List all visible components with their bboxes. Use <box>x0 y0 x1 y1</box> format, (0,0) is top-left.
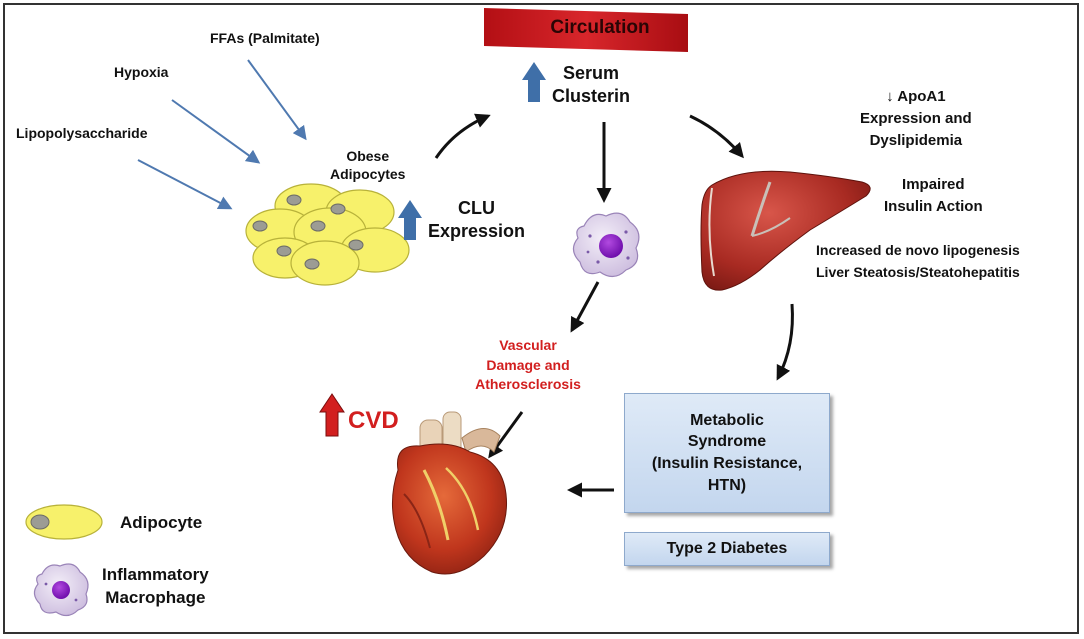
obese-adipocytes-label: Obese Adipocytes <box>330 148 406 182</box>
lps-label: Lipopolysaccharide <box>16 125 148 141</box>
lipogenesis-label: Increased de novo lipogenesis Liver Stea… <box>816 242 1020 280</box>
legend-adipocyte-label: Adipocyte <box>120 513 203 532</box>
ffas-label: FFAs (Palmitate) <box>210 30 320 46</box>
adipocyte-cluster <box>245 183 410 286</box>
metabolic-syndrome-box: Metabolic Syndrome (Insulin Resistance, … <box>624 393 830 513</box>
serum-clusterin-label: Serum Clusterin <box>552 63 631 107</box>
legend-macrophage-label: Inflammatory Macrophage <box>102 565 209 607</box>
figure-frame <box>3 3 1079 634</box>
macrophage-illustration <box>572 212 640 278</box>
liver-to-metabolic-arrow <box>776 303 794 381</box>
impaired-insulin-label: Impaired Insulin Action <box>884 176 983 215</box>
legend-macrophage-icon <box>33 563 89 617</box>
apoa1-label: ↓ ApoA1 Expression and Dyslipidemia <box>860 88 972 149</box>
cvd-up-arrow-icon <box>319 393 345 437</box>
legend-adipocyte-icon <box>25 504 103 540</box>
liver-illustration <box>700 170 871 291</box>
heart-illustration <box>392 411 508 575</box>
circulation-label: Circulation <box>550 17 650 38</box>
hypoxia-arrow <box>171 99 261 164</box>
adipocyte-to-circulation-arrow <box>434 113 491 159</box>
type2-diabetes-box: Type 2 Diabetes <box>624 532 830 566</box>
circulation-bar <box>484 8 688 52</box>
adipocyte-nuclei <box>252 194 364 270</box>
clu-expression-label: CLU Expression <box>428 198 526 242</box>
vascular-damage-label: Vascular Damage and Atherosclerosis <box>475 337 581 393</box>
hypoxia-label: Hypoxia <box>114 64 169 80</box>
lps-arrow <box>137 159 233 210</box>
circulation-to-liver-arrow <box>689 114 744 159</box>
serum-up-arrow-icon <box>522 62 546 102</box>
clu-up-arrow-icon <box>398 200 422 240</box>
ffas-arrow <box>247 59 307 141</box>
cvd-label: CVD <box>348 407 399 434</box>
macrophage-to-vascular-arrow <box>570 281 600 333</box>
